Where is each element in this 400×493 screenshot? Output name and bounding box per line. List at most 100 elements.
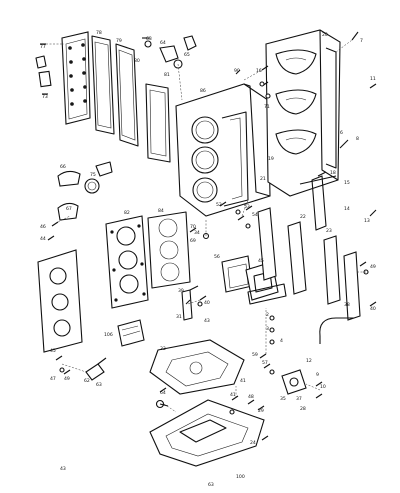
bypass-cover (57, 202, 79, 221)
callout-label: 69 (190, 238, 196, 244)
callout-label: 64 (160, 40, 166, 46)
callout-label: 14 (344, 206, 350, 212)
callout-label: 41 (230, 392, 236, 398)
lower-adaptor-plate (149, 399, 265, 467)
electrical-module (117, 319, 145, 347)
callout-label: 52 (216, 202, 222, 208)
callout-label: 56 (214, 254, 220, 260)
callout-label: 4 (280, 338, 283, 344)
callout-label: 44 (40, 236, 46, 242)
exhaust-gasket-inner (145, 83, 171, 163)
fasteners (40, 31, 377, 441)
transfer-cover-2 (287, 221, 307, 295)
callout-label: 13 (364, 218, 370, 224)
callout-label: 45 (50, 348, 56, 354)
callout-label: 66 (60, 164, 66, 170)
callout-label: 59 (252, 352, 258, 358)
callout-label: 37 (296, 396, 302, 402)
poppet-valve-assembly (84, 161, 113, 194)
callout-label: 45 (258, 258, 264, 264)
head-cover (37, 249, 83, 353)
callout-label: 53 (244, 204, 250, 210)
callout-label: 65 (184, 52, 190, 58)
callout-label: 43 (204, 318, 210, 324)
callout-label: 3 (266, 326, 269, 332)
hose-fitting (319, 317, 354, 344)
callout-label: 21 (260, 176, 266, 182)
head-gasket (147, 211, 191, 289)
cylinder-head (105, 215, 149, 309)
transfer-cover-1 (257, 207, 277, 281)
callout-label: 67 (66, 206, 72, 212)
callout-label: 78 (96, 30, 102, 36)
callout-label: 71 (264, 104, 270, 110)
callout-label: 75 (90, 172, 96, 178)
callout-label: 9 (316, 372, 319, 378)
callout-label: 63 (208, 482, 214, 488)
callout-label: 63 (96, 382, 102, 388)
callout-label: 24 (250, 440, 256, 446)
callout-label: 29 (258, 408, 264, 414)
callout-label: 64 (160, 390, 166, 396)
callout-label: 35 (280, 396, 286, 402)
callout-label: 106 (104, 332, 113, 338)
callout-label: 11 (370, 76, 376, 82)
callout-label: 70 (190, 224, 196, 230)
leader-lines (46, 39, 366, 413)
callout-label: 46 (40, 224, 46, 230)
callout-label: 57 (262, 360, 268, 366)
callout-label: 48 (248, 394, 254, 400)
callout-label: 22 (300, 214, 306, 220)
thermostat-housing (144, 35, 197, 69)
callout-label: 34 (194, 230, 200, 236)
callout-label: 33 (160, 346, 166, 352)
callout-label: 23 (326, 228, 332, 234)
callout-label: 62 (84, 378, 90, 384)
callout-label: 18 (330, 170, 336, 176)
callout-label: 38 (344, 302, 350, 308)
reed-gasket (247, 283, 287, 305)
callout-label: 15 (344, 180, 350, 186)
callout-labels: 77 73 78 79 80 81 63 64 65 90 16 86 20 7… (40, 30, 376, 488)
exhaust-gasket-outer (91, 35, 115, 135)
crankcase (265, 29, 341, 197)
pump-housing (281, 369, 307, 395)
mount-bracket (181, 289, 193, 321)
callout-label: 100 (236, 474, 245, 480)
upper-adaptor-plate (149, 339, 245, 395)
transfer-cover-3 (323, 235, 341, 305)
callout-label: 47 (50, 376, 56, 382)
callout-label: 73 (42, 94, 48, 100)
washers (59, 81, 369, 415)
small-cover-plate (35, 55, 52, 88)
linkage-bracket (299, 175, 337, 231)
callout-label: 2 (266, 312, 269, 318)
callout-label: 81 (164, 72, 170, 78)
callout-label: 90 (234, 68, 240, 74)
cover-plate-small (57, 170, 81, 187)
callout-label: 39 (178, 288, 184, 294)
transfer-cover-4 (343, 251, 361, 321)
callout-label: 8 (356, 136, 359, 142)
callout-label: 86 (200, 88, 206, 94)
callout-label: 40 (370, 306, 376, 312)
callout-label: 49 (64, 376, 70, 382)
callout-label: 7 (360, 38, 363, 44)
callout-label: 20 (322, 32, 328, 38)
callout-label: 84 (158, 208, 164, 214)
callout-label: 40 (204, 300, 210, 306)
exhaust-cover (61, 31, 91, 125)
callout-label: 54 (252, 212, 258, 218)
callout-label: 43 (60, 466, 66, 472)
spark-plug (85, 357, 107, 381)
callout-label: 41 (240, 378, 246, 384)
callout-label: 28 (300, 406, 306, 412)
callout-label: 77 (40, 44, 46, 50)
callout-label: 10 (320, 384, 326, 390)
callout-label: 80 (134, 58, 140, 64)
cylinder-block (175, 83, 271, 217)
callout-label: 16 (256, 68, 262, 74)
callout-label: 49 (370, 264, 376, 270)
callout-label: 82 (124, 210, 130, 216)
